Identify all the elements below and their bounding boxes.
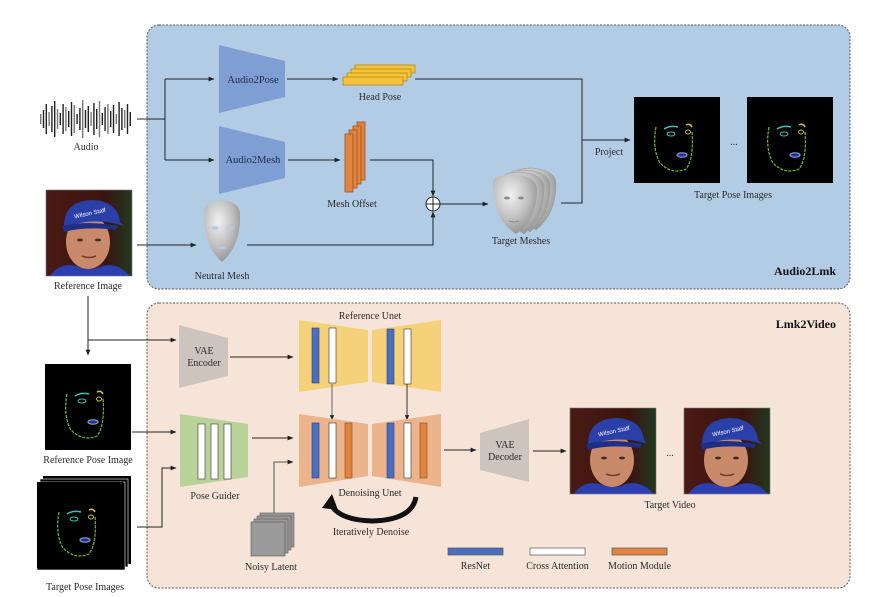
target-video-frame-1	[569, 407, 657, 495]
waveform-bar	[82, 100, 84, 138]
legend-swatch	[611, 547, 668, 556]
waveform-bar	[56, 109, 59, 129]
head-pose-label: Head Pose	[359, 92, 402, 103]
noisy-latent-label: Noisy Latent	[245, 562, 297, 573]
cross-attention-block	[403, 328, 412, 385]
legend-label: ResNet	[461, 561, 491, 572]
iterative-denoise-arrow-icon	[322, 494, 419, 524]
lmk2video-section-title: Lmk2Video	[776, 317, 836, 331]
noisy-latent-stack	[250, 512, 295, 557]
waveform-bar	[40, 114, 42, 124]
waveform-bar	[98, 101, 101, 137]
mesh-offset-stack	[344, 121, 366, 193]
waveform-bar	[62, 104, 64, 134]
vae-encoder-label-2: Encoder	[187, 358, 221, 369]
audio-label: Audio	[74, 142, 99, 153]
waveform-bar	[68, 111, 70, 127]
waveform-bar	[65, 107, 67, 131]
waveform-bar	[84, 110, 87, 128]
target-video-ellipsis: ...	[666, 448, 674, 459]
waveform-bar	[96, 109, 98, 129]
waveform-bar	[79, 108, 81, 130]
waveform-bar	[59, 113, 61, 125]
vae-encoder-block	[179, 325, 228, 388]
pose-guider-label: Pose Guider	[190, 491, 240, 502]
iteratively-denoise-label: Iteratively Denoise	[333, 527, 410, 538]
legend-swatch	[529, 547, 586, 556]
audio2pose-label: Audio2Pose	[227, 75, 279, 86]
waveform-bar	[51, 106, 53, 132]
reference-image-label: Reference Image	[54, 281, 123, 292]
waveform-bar	[110, 111, 112, 127]
vae-decoder-label-2: Decoder	[488, 452, 523, 463]
vae-decoder-block	[480, 419, 529, 482]
waveform-bar	[42, 110, 45, 128]
waveform-bar	[76, 114, 78, 124]
waveform-bar	[121, 108, 123, 130]
target-video-label: Target Video	[644, 500, 695, 511]
resnet-block	[386, 328, 395, 385]
waveform-bar	[87, 106, 89, 132]
denoising-unet	[299, 414, 441, 487]
waveform-bar	[129, 112, 131, 126]
waveform-bar	[73, 105, 75, 133]
add-operator-icon	[425, 196, 441, 212]
audio-waveform-icon	[40, 100, 131, 138]
waveform-bar	[48, 112, 50, 126]
mesh-offset-label: Mesh Offset	[327, 199, 377, 210]
waveform-bar	[115, 114, 117, 124]
reference-unet	[299, 320, 441, 392]
waveform-bar	[90, 112, 92, 126]
legend: ResNet Cross Attention Motion Module	[447, 547, 672, 572]
audio2lmk-section-title: Audio2Lmk	[774, 264, 836, 278]
waveform-bar	[112, 105, 115, 133]
reference-pose-image	[44, 363, 132, 451]
target-video-frame-2	[683, 407, 771, 495]
vae-decoder-label-1: VAE	[495, 440, 514, 451]
target-pose-ellipsis: ...	[730, 137, 738, 148]
waveform-bar	[93, 103, 95, 135]
head-pose-stack	[342, 64, 416, 86]
waveform-bar	[107, 104, 109, 134]
neutral-mesh	[203, 200, 241, 262]
audio2mesh-label: Audio2Mesh	[226, 155, 282, 166]
audio2lmk-section	[146, 24, 851, 290]
cross-attention-block	[328, 327, 337, 384]
target-meshes-label: Target Meshes	[492, 236, 550, 247]
denoising-unet-label: Denoising Unet	[338, 488, 401, 499]
reference-pose-image-label: Reference Pose Image	[43, 455, 133, 466]
legend-swatch	[447, 547, 504, 556]
project-label: Project	[595, 147, 624, 158]
resnet-block	[311, 327, 320, 384]
audio2mesh-block	[219, 126, 285, 194]
waveform-bar	[101, 113, 103, 125]
target-pose-images-input-label: Target Pose Images	[46, 582, 124, 593]
reference-image	[45, 189, 133, 277]
vae-encoder-label-1: VAE	[194, 346, 213, 357]
waveform-bar	[126, 104, 129, 134]
target-pose-images-label: Target Pose Images	[694, 190, 772, 201]
waveform-bar	[118, 102, 120, 136]
target-pose-image-1	[633, 96, 721, 184]
target-meshes-stack	[493, 167, 557, 235]
waveform-bar	[70, 102, 73, 136]
target-pose-image-2	[746, 96, 834, 184]
legend-label: Motion Module	[608, 561, 672, 572]
neutral-mesh-label: Neutral Mesh	[195, 271, 250, 282]
waveform-bar	[124, 110, 126, 128]
audio2pose-block	[219, 45, 285, 113]
reference-unet-label: Reference Unet	[339, 311, 402, 322]
waveform-bar	[104, 107, 106, 131]
legend-label: Cross Attention	[526, 561, 589, 572]
waveform-bar	[45, 104, 47, 134]
target-pose-images-stack	[36, 476, 131, 571]
waveform-bar	[54, 101, 56, 137]
